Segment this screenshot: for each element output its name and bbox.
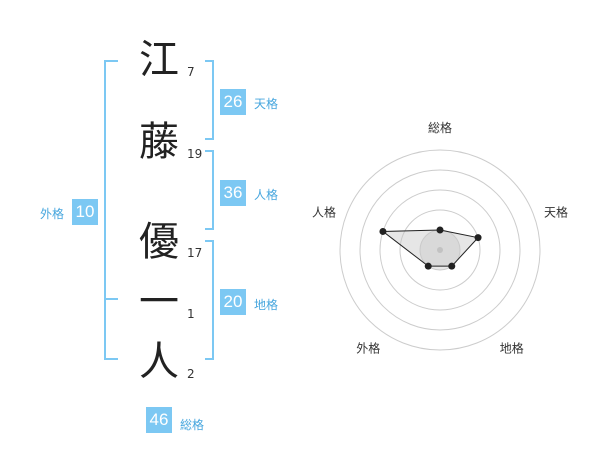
- name-char-5: 人: [139, 339, 179, 385]
- tenkaku-bracket-tick: [205, 60, 214, 62]
- radar-point-4: [424, 262, 432, 270]
- stroke-count-4: 1: [187, 307, 195, 321]
- jinkaku-bracket-tick: [205, 150, 214, 152]
- radar-grid-ring: [399, 209, 481, 291]
- radar-axis-label-3: 地格: [500, 341, 524, 356]
- chikaku-badge: 20: [220, 289, 246, 315]
- radar-axis-label-5: 人格: [312, 204, 336, 219]
- jinkaku-label: 人格: [254, 188, 279, 202]
- chikaku-bracket-tick: [205, 358, 214, 360]
- jinkaku-bracket: [212, 150, 214, 230]
- tenkaku-badge: 26: [220, 89, 246, 115]
- radar-point-3: [448, 262, 456, 270]
- name-char-3: 優: [139, 219, 179, 265]
- jinkaku-bracket-tick: [205, 228, 214, 230]
- radar-point-1: [436, 226, 444, 234]
- name-char-4: 一: [139, 279, 179, 325]
- radar-grid-ring: [379, 189, 501, 311]
- soukaku-label: 総格: [180, 418, 205, 432]
- gaikaku-badge: 10: [72, 199, 98, 225]
- tenkaku-bracket-tick: [205, 138, 214, 140]
- chikaku-bracket-tick: [205, 240, 214, 242]
- radar-point-5: [379, 227, 387, 235]
- chikaku-label: 地格: [254, 298, 279, 312]
- name-char-2: 藤: [139, 119, 179, 165]
- tenkaku-label: 天格: [254, 97, 279, 111]
- stroke-count-1: 7: [187, 65, 195, 79]
- gaikaku-bracket-tick: [104, 298, 118, 300]
- name-char-1: 江: [139, 37, 179, 83]
- jinkaku-badge: 36: [220, 180, 246, 206]
- gaikaku-bracket-bottom: [104, 300, 106, 360]
- radar-axis-label-2: 天格: [544, 204, 568, 219]
- radar-axis-label-4: 外格: [356, 341, 380, 356]
- stroke-count-3: 17: [187, 246, 203, 260]
- gaikaku-bracket-top: [104, 60, 106, 300]
- radar-point-2: [474, 234, 482, 242]
- stroke-count-5: 2: [187, 367, 195, 381]
- gaikaku-bracket-tick: [104, 60, 118, 62]
- radar-center-dot: [437, 247, 443, 253]
- radar-axis-label-1: 総格: [428, 120, 452, 135]
- soukaku-badge: 46: [146, 407, 172, 433]
- radar-grid-ring: [339, 149, 541, 351]
- stroke-count-2: 19: [187, 147, 203, 161]
- tenkaku-bracket: [212, 60, 214, 140]
- gaikaku-label: 外格: [40, 207, 65, 221]
- radar-series-polygon: [381, 229, 480, 267]
- gaikaku-bracket-tick: [104, 358, 118, 360]
- chikaku-bracket: [212, 240, 214, 360]
- radar-grid-ring: [359, 169, 521, 331]
